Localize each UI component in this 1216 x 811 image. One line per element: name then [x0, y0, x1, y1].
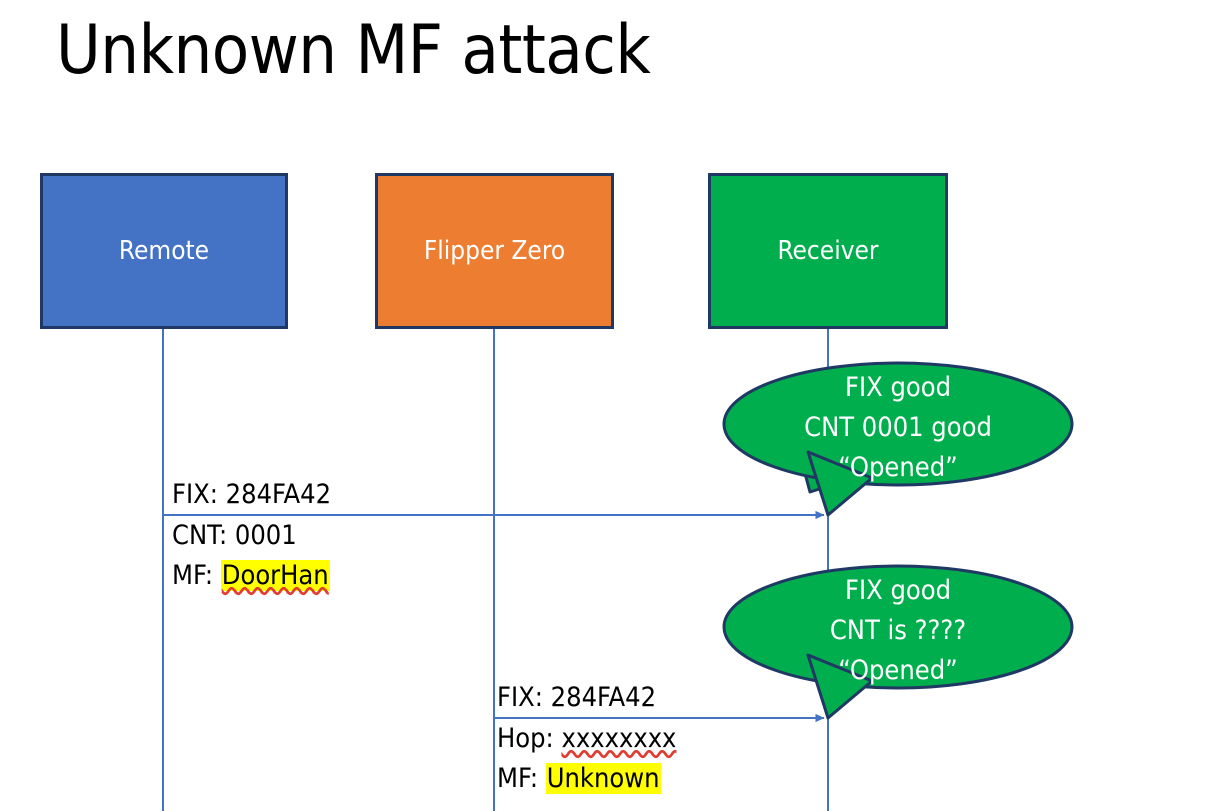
message-2-fix-line: FIX: 284FA42 [497, 682, 657, 713]
message-1-cnt-line: CNT: 0001 [172, 516, 330, 556]
callout-1-line-2: CNT 0001 good [804, 412, 992, 443]
actor-label-flipper-zero: Flipper Zero [423, 235, 566, 266]
callout-2-line-3: “Opened” [838, 655, 958, 686]
callout-1-line-3: “Opened” [838, 452, 958, 483]
callout-2-line-2: CNT is ???? [829, 615, 967, 646]
message-1-mf-value: DoorHan [220, 560, 330, 591]
message-2-mf-value: Unknown [545, 763, 661, 794]
message-1-cnt-value: 0001 [234, 520, 297, 551]
message-2-hop-line: Hop: xxxxxxxx [497, 719, 676, 759]
message-1-mf-line: MF: DoorHan [172, 556, 330, 596]
message-1-mf-prefix: MF: [172, 560, 221, 591]
callout-2-line-1: FIX good [844, 575, 952, 606]
message-2-mf-prefix: MF: [497, 763, 546, 794]
page-title: Unknown MF attack [56, 11, 651, 90]
message-2-label-below: Hop: xxxxxxxx MF: Unknown [497, 719, 676, 799]
message-2-hop-value: xxxxxxxx [561, 723, 677, 754]
callout-1-line-1: FIX good [844, 372, 952, 403]
actor-box-flipper-zero[interactable]: Flipper Zero [375, 173, 614, 329]
actor-box-receiver[interactable]: Receiver [708, 173, 948, 329]
callout-1-text: FIX good CNT 0001 good “Opened” [748, 368, 1048, 488]
message-2-label-above: FIX: 284FA42 [497, 678, 656, 718]
message-1-fix-line: FIX: 284FA42 [172, 479, 332, 510]
actor-label-remote: Remote [118, 235, 210, 266]
actor-label-receiver: Receiver [777, 235, 879, 266]
message-1-label-below: CNT: 0001 MF: DoorHan [172, 516, 330, 596]
message-1-label-above: FIX: 284FA42 [172, 475, 331, 515]
message-2-hop-prefix: Hop: [497, 723, 562, 754]
actor-box-remote[interactable]: Remote [40, 173, 288, 329]
message-1-cnt-prefix: CNT: [172, 520, 235, 551]
callout-2-text: FIX good CNT is ???? “Opened” [748, 571, 1048, 691]
message-2-mf-line: MF: Unknown [497, 759, 676, 799]
